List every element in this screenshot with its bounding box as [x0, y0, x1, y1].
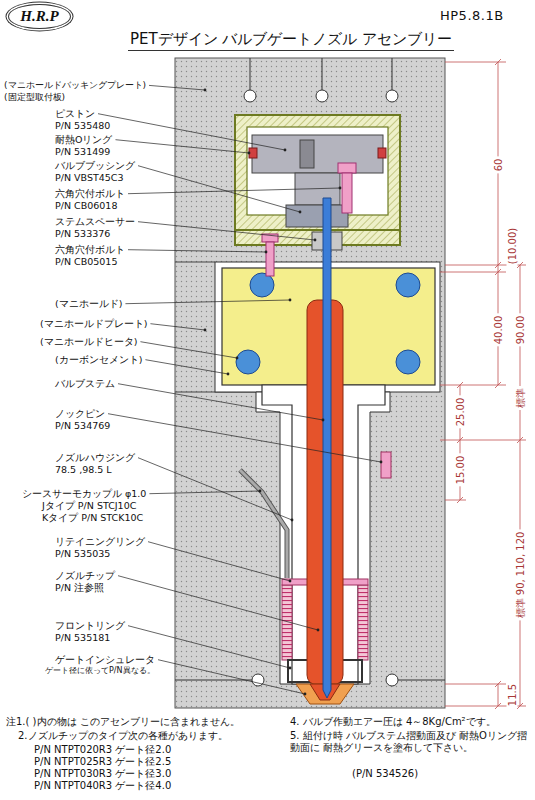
note-text: P/N NTPT030R3 ゲート径3.0 — [34, 768, 171, 780]
part-label: P/N 535480 — [55, 120, 110, 131]
leader-line — [125, 300, 290, 304]
drawing-title: PETデザイン バルブゲートノズル アセンブリー — [128, 30, 454, 51]
dimension-value: 90.00 — [515, 314, 526, 347]
part-label: ステムスペーサー — [55, 216, 135, 227]
leader-dot — [227, 373, 230, 376]
part-label: ピストン — [55, 108, 95, 119]
leader-line — [138, 166, 300, 212]
dimension-value: 60 — [493, 157, 504, 174]
part-label: P/N VBST45C3 — [55, 172, 124, 183]
leader-line — [128, 250, 266, 252]
part-label: 六角穴付ボルト — [55, 188, 125, 199]
part-label: ノズルチップ — [55, 570, 115, 581]
part-label: P/N CB06018 — [55, 200, 117, 211]
part-label: ノズルハウジング — [55, 452, 135, 463]
part-label: (マニホールドヒータ) — [40, 336, 137, 347]
leader-dot — [322, 419, 325, 422]
part-label: ノックピン — [55, 408, 105, 419]
part-label: Kタイプ P/N STCK10C — [42, 512, 143, 523]
drawing-number: HP5.8.1B — [440, 8, 504, 24]
part-label: P/N 535035 — [55, 548, 110, 559]
leader-dot — [204, 89, 207, 92]
leader-line — [115, 140, 249, 153]
leader-line — [158, 660, 305, 694]
part-label: バルブステム — [55, 378, 115, 389]
leader-dot — [284, 149, 287, 152]
leader-dot — [314, 239, 317, 242]
note-text: 2.ノズルチップのタイプ次の各種があります。 — [18, 730, 228, 742]
note-text: P/N NTPT040R3 ゲート径4.0 — [34, 780, 171, 792]
part-label: P/N 534769 — [55, 420, 110, 431]
leader-dot — [289, 580, 292, 583]
leader-dot — [380, 461, 383, 464]
leader-dot — [259, 490, 262, 493]
note-text: P/N NTPT025R3 ゲート径2.5 — [34, 756, 171, 768]
leader-line — [108, 414, 381, 462]
leader-line — [128, 188, 340, 194]
note-text: 5. 組付け時 バルブステム摺動面及び 耐熱Oリング摺動面に 耐熱グリースを塗布… — [290, 730, 528, 754]
part-label: (カーボンセメント) — [55, 354, 142, 365]
part-label: 耐熱Oリング — [55, 134, 112, 145]
note-text: 4. バルブ作動エアー圧は 4～8Kg/Cm²です。 — [290, 716, 496, 728]
dimension-value: 標準 90, 110, 120 — [515, 530, 526, 621]
logo-oval: H.R.P — [8, 4, 71, 29]
part-label: P/N 533376 — [55, 228, 110, 239]
part-label: リテイニングリング — [55, 536, 145, 547]
leader-dot — [236, 357, 239, 360]
part-label: フロントリング — [55, 620, 125, 631]
part-label: 六角穴付ボルト — [55, 244, 125, 255]
part-label: P/N 注参照 — [55, 582, 104, 593]
part-label: ゲートインシュレータ — [55, 654, 155, 665]
leader-dot — [299, 211, 302, 214]
dimension-value: 11.5 — [507, 682, 518, 708]
leader-dot — [304, 693, 307, 696]
part-label: シースサーモカップル φ1.0 — [22, 488, 146, 499]
dimension-value: 40.00 — [493, 314, 504, 347]
part-label: (マニホールドプレート) — [40, 318, 147, 329]
part-label: P/N CB05015 — [55, 256, 117, 267]
leader-dot — [204, 329, 207, 332]
leader-line — [140, 342, 237, 358]
dimension-value: 15.00 — [455, 454, 466, 487]
leader-dot — [317, 629, 320, 632]
note-text: P/N NTPT020R3 ゲート径2.0 — [34, 744, 171, 756]
leader-dot — [291, 519, 294, 522]
leader-line — [98, 114, 285, 150]
dimension-value: 標準 — [515, 386, 526, 410]
leader-dot — [339, 187, 342, 190]
part-label: ゲート径に依ってP/N異なる。 — [45, 666, 155, 676]
leader-line — [149, 491, 260, 494]
leader-dot — [289, 667, 292, 670]
part-label: P/N 535181 — [55, 632, 110, 643]
part-label: 78.5 ,98.5 L — [55, 464, 112, 475]
note-text: 注1.( )内の物は このアセンブリーに含まれません。 — [6, 716, 240, 728]
logo-text: H.R.P — [20, 8, 58, 25]
leader-line — [145, 360, 228, 374]
part-label: (マニホールド) — [55, 298, 122, 309]
dimension-value: 25.00 — [455, 396, 466, 429]
note-text: (P/N 534526) — [352, 768, 418, 780]
leader-dot — [289, 299, 292, 302]
part-label: Jタイプ P/N STCJ10C — [42, 500, 136, 511]
part-label: バルブブッシング — [55, 160, 135, 171]
dimension-value: (10.00) — [507, 226, 518, 266]
leader-dot — [248, 152, 251, 155]
leader-dot — [265, 251, 268, 254]
leader-line — [138, 222, 315, 240]
leader-line — [138, 458, 292, 520]
leader-line — [149, 85, 205, 90]
part-label: (固定型取付板) — [4, 92, 65, 103]
leader-line — [148, 542, 290, 581]
leader-line — [118, 384, 323, 420]
leader-line — [118, 576, 318, 630]
part-label: P/N 531499 — [55, 146, 110, 157]
leader-line — [150, 324, 205, 330]
part-label: (マニホールドバッキングプレート) — [4, 80, 146, 91]
